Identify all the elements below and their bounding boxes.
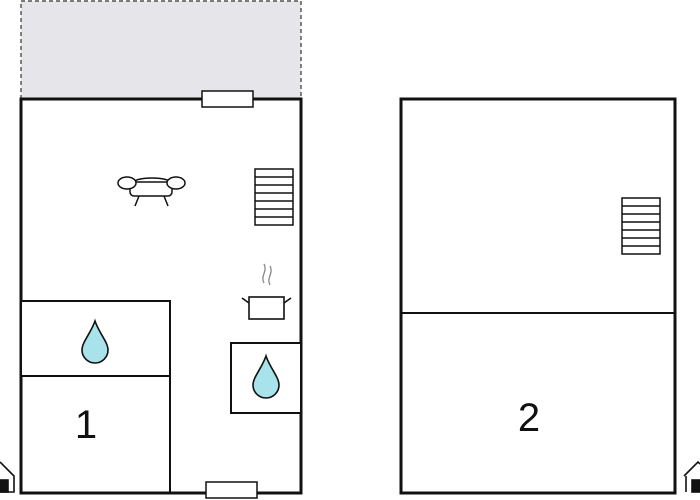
floor-2-plan: 2 bbox=[399, 97, 700, 495]
floor-2-outer-wall bbox=[399, 97, 677, 495]
cooking-pot-icon bbox=[241, 263, 292, 320]
floor-1-label: 1 bbox=[75, 403, 97, 447]
sofa-icon bbox=[117, 176, 186, 207]
floor-2-label: 2 bbox=[518, 396, 540, 440]
stairs-icon bbox=[621, 197, 661, 255]
window-top bbox=[201, 90, 254, 108]
door-icon[interactable] bbox=[0, 461, 15, 493]
floor-1-plan: 1 bbox=[0, 0, 303, 499]
window-bottom bbox=[205, 481, 258, 499]
bedroom-room bbox=[20, 375, 171, 494]
terrace-area bbox=[20, 0, 302, 100]
water-drop-icon bbox=[252, 353, 280, 399]
door-icon[interactable] bbox=[683, 460, 700, 493]
floor-1-outer-wall bbox=[19, 97, 303, 495]
water-drop-icon bbox=[81, 318, 109, 364]
stairs-icon bbox=[254, 168, 294, 226]
